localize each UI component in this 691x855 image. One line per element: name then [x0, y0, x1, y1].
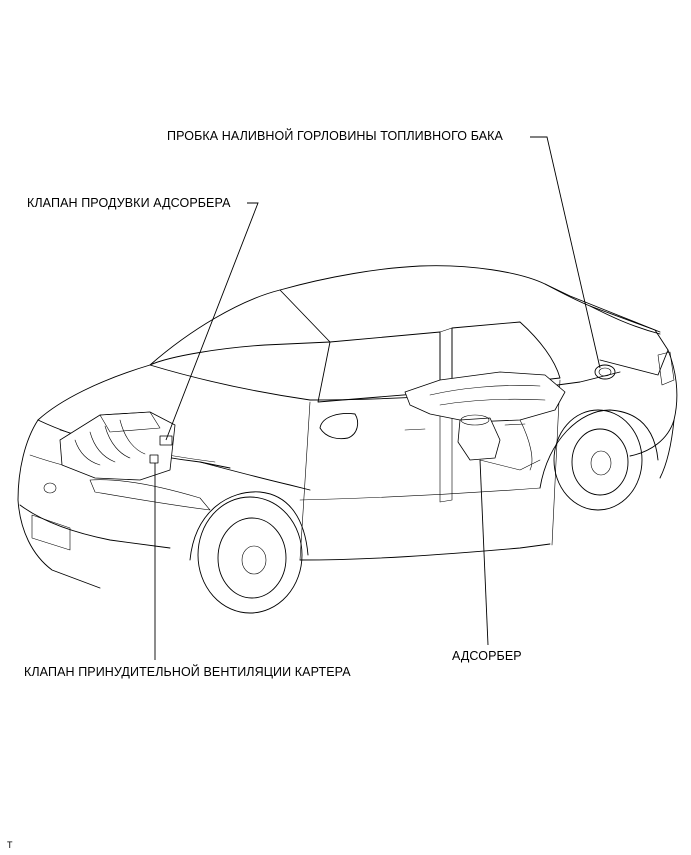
- side-mirror: [319, 413, 359, 440]
- fuel-filler-cap: [594, 364, 616, 380]
- b-pillar: [439, 327, 453, 503]
- canister-bracket: [479, 459, 541, 471]
- headlamp: [89, 479, 211, 511]
- rear-wheel-rim: [571, 428, 629, 496]
- label-fuel-tank-cap: ПРОБКА НАЛИВНОЙ ГОРЛОВИНЫ ТОПЛИВНОГО БАК…: [167, 129, 503, 143]
- leader-fuel-cap: [530, 136, 601, 369]
- front-wheel-tire: [197, 496, 303, 614]
- engine-assembly: [59, 411, 176, 481]
- label-purge-valve: КЛАПАН ПРОДУВКИ АДСОРБЕРА: [27, 196, 231, 210]
- front-arch: [189, 491, 309, 561]
- hood-front: [37, 364, 151, 421]
- front-fender: [199, 461, 311, 491]
- front-wheel-hub: [241, 545, 267, 575]
- trunk-lid: [589, 305, 669, 376]
- intake-manifold-4: [119, 419, 146, 455]
- intake-manifold-1: [74, 439, 101, 466]
- rear-arch: [539, 409, 659, 489]
- purge-valve-part: [159, 435, 173, 446]
- front-face: [17, 419, 101, 589]
- door-handle-rear: [504, 423, 526, 426]
- rear-wheel-tire: [553, 409, 643, 511]
- fuel-filler-cap-inner: [598, 367, 612, 377]
- rear-wheel-hub: [590, 450, 612, 476]
- windshield-bottom: [149, 364, 311, 401]
- fuel-system: [404, 364, 616, 471]
- leader-lines: [154, 136, 601, 660]
- figure-code: T: [7, 840, 13, 850]
- valve-cover: [99, 411, 161, 433]
- front-emblem: [43, 482, 57, 494]
- canister-body: [457, 417, 501, 461]
- door-handle-front: [404, 428, 426, 431]
- rear-door-shut: [551, 379, 561, 546]
- leader-purge-valve: [165, 202, 259, 441]
- front-wheel-rim: [217, 517, 287, 599]
- rear-door-window: [451, 321, 561, 391]
- fuel-tank-detail-2: [439, 398, 546, 406]
- doors-windows: [299, 321, 561, 561]
- fuel-pipe: [519, 419, 533, 471]
- wheels: [197, 409, 643, 614]
- front-door-shut: [299, 401, 311, 561]
- intake-manifold-2: [89, 431, 116, 463]
- rear-lamp: [657, 351, 675, 386]
- intake-manifold-3: [104, 425, 131, 459]
- canister-top: [460, 414, 490, 426]
- plate-area: [31, 514, 71, 551]
- windshield: [149, 341, 331, 366]
- fuel-tank: [404, 371, 566, 423]
- rear-bumper: [659, 419, 675, 479]
- roof-outline: [149, 265, 661, 366]
- pcv-valve-part: [149, 454, 159, 464]
- side-sill: [299, 543, 551, 561]
- fuel-tank-detail-1: [429, 385, 541, 396]
- label-pcv-valve: КЛАПАН ПРИНУДИТЕЛЬНОЙ ВЕНТИЛЯЦИИ КАРТЕРА: [24, 665, 351, 679]
- a-pillar: [279, 289, 331, 343]
- label-canister: АДСОРБЕР: [452, 649, 522, 663]
- leader-canister: [479, 459, 489, 646]
- front-bumper: [19, 504, 171, 549]
- side-character-line: [299, 487, 541, 501]
